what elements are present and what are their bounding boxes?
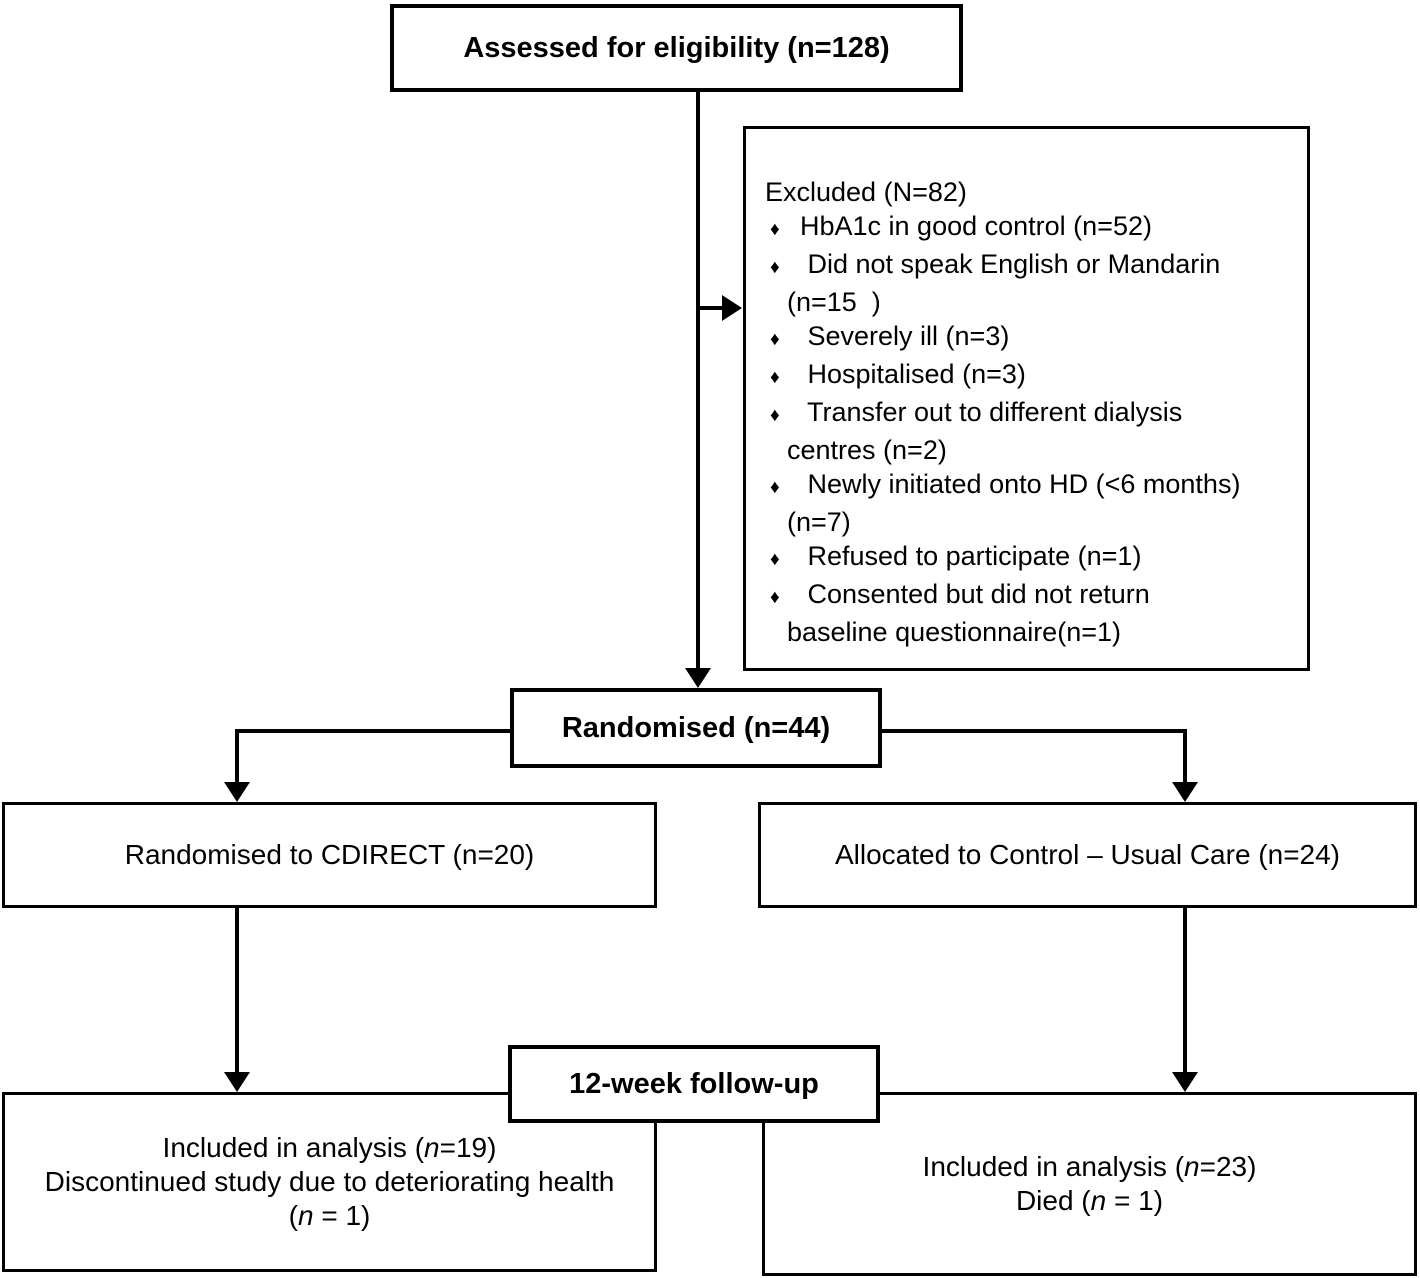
excluded-item: ♦ Did not speak English or Mandarin bbox=[765, 247, 1297, 285]
connector-to-excluded bbox=[696, 306, 726, 310]
analysis-line: Included in analysis (n=23) bbox=[922, 1151, 1257, 1182]
arrowhead-right-icon bbox=[722, 295, 742, 321]
control-arm-box: Allocated to Control – Usual Care (n=24) bbox=[758, 802, 1417, 908]
excluded-item-text: Refused to participate (n=1) bbox=[800, 541, 1142, 571]
italic-n: n bbox=[1184, 1151, 1200, 1182]
connector-cdirect-to-analysis bbox=[235, 908, 239, 1074]
excluded-item: ♦ Newly initiated onto HD (<6 months) bbox=[765, 467, 1297, 505]
excluded-item-continuation: (n=7) bbox=[787, 507, 851, 537]
randomised-box: Randomised (n=44) bbox=[510, 688, 882, 768]
cdirect-label: Randomised to CDIRECT (n=20) bbox=[124, 839, 535, 870]
randomised-label: Randomised (n=44) bbox=[561, 712, 831, 744]
excluded-item-text: Consented but did not return bbox=[800, 579, 1150, 609]
arrowhead-down-icon bbox=[224, 1072, 250, 1092]
connector-assessed-to-randomised bbox=[696, 92, 700, 670]
control-label: Allocated to Control – Usual Care (n=24) bbox=[834, 839, 1341, 870]
excluded-item-continuation: (n=15 ) bbox=[787, 287, 881, 317]
cdirect-arm-box: Randomised to CDIRECT (n=20) bbox=[2, 802, 657, 908]
connector-down-to-cdirect bbox=[235, 729, 239, 785]
excluded-item-text: Did not speak English or Mandarin bbox=[800, 249, 1221, 279]
excluded-item: ♦ Transfer out to different dialysis bbox=[765, 395, 1297, 433]
followup-label: 12-week follow-up bbox=[569, 1068, 819, 1100]
analysis-line: (n = 1) bbox=[288, 1200, 371, 1231]
excluded-item-text: Newly initiated onto HD (<6 months) bbox=[800, 469, 1241, 499]
excluded-item-text: HbA1c in good control (n=52) bbox=[800, 211, 1152, 241]
diamond-bullet-icon: ♦ bbox=[770, 219, 780, 240]
control-analysis-text: Included in analysis (n=23) Died (n = 1) bbox=[923, 1150, 1257, 1218]
arrowhead-down-icon bbox=[224, 782, 250, 802]
assessed-label: Assessed for eligibility (n=128) bbox=[463, 32, 890, 64]
cdirect-analysis-text: Included in analysis (n=19) Discontinued… bbox=[45, 1131, 615, 1233]
arrowhead-down-icon bbox=[1172, 1072, 1198, 1092]
excluded-item: ♦ Hospitalised (n=3) bbox=[765, 357, 1297, 395]
excluded-title: Excluded (N=82) bbox=[765, 177, 967, 207]
connector-control-to-analysis bbox=[1183, 908, 1187, 1074]
excluded-item: ♦ Refused to participate (n=1) bbox=[765, 539, 1297, 577]
excluded-item-text: Severely ill (n=3) bbox=[800, 321, 1010, 351]
arrowhead-down-icon bbox=[1172, 782, 1198, 802]
italic-n: n bbox=[297, 1200, 314, 1231]
connector-randomised-left-branch bbox=[237, 729, 512, 733]
diamond-bullet-icon: ♦ bbox=[770, 477, 780, 498]
excluded-item: ♦ Severely ill (n=3) bbox=[765, 319, 1297, 357]
analysis-line: Included in analysis (n=19) bbox=[162, 1132, 497, 1163]
analysis-line: Discontinued study due to deteriorating … bbox=[44, 1166, 615, 1197]
followup-stage-box: 12-week follow-up bbox=[508, 1045, 880, 1123]
italic-n: n bbox=[424, 1132, 440, 1163]
assessed-for-eligibility-box: Assessed for eligibility (n=128) bbox=[390, 4, 963, 92]
excluded-box: Excluded (N=82) ♦ HbA1c in good control (… bbox=[743, 126, 1310, 671]
excluded-item-text: Transfer out to different dialysis bbox=[800, 397, 1183, 427]
diamond-bullet-icon: ♦ bbox=[770, 257, 780, 278]
excluded-item-continuation: centres (n=2) bbox=[787, 435, 947, 465]
analysis-line: Died (n = 1) bbox=[1015, 1185, 1164, 1216]
diamond-bullet-icon: ♦ bbox=[770, 587, 780, 608]
diamond-bullet-icon: ♦ bbox=[770, 329, 780, 350]
connector-down-to-control bbox=[1183, 729, 1187, 785]
arrowhead-down-icon bbox=[685, 668, 711, 688]
excluded-item-text: Hospitalised (n=3) bbox=[800, 359, 1026, 389]
diamond-bullet-icon: ♦ bbox=[770, 367, 780, 388]
italic-n: n bbox=[1090, 1185, 1107, 1216]
diamond-bullet-icon: ♦ bbox=[770, 405, 780, 426]
excluded-item-continuation: baseline questionnaire(n=1) bbox=[787, 617, 1121, 647]
excluded-item: ♦ Consented but did not return bbox=[765, 577, 1297, 615]
excluded-item: ♦ HbA1c in good control (n=52) bbox=[765, 209, 1297, 247]
connector-randomised-right-branch bbox=[880, 729, 1185, 733]
diamond-bullet-icon: ♦ bbox=[770, 549, 780, 570]
